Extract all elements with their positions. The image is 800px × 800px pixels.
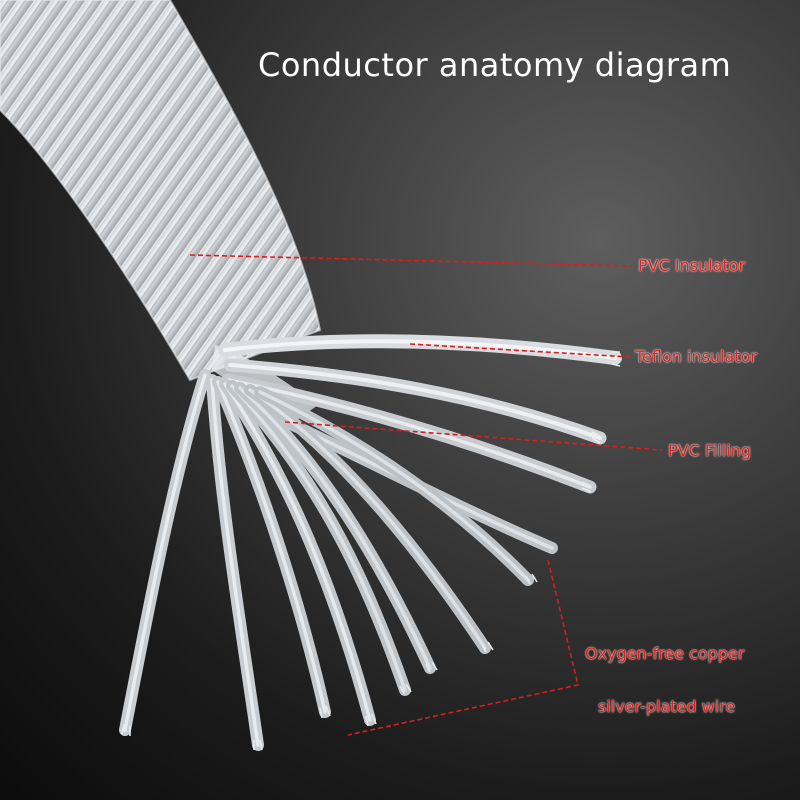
label-pvc-filling: PVC Filling bbox=[668, 441, 751, 460]
exposed-conductor-tips bbox=[121, 351, 622, 751]
leader-conductor bbox=[347, 559, 579, 736]
label-teflon-insulator: Teflon insulator bbox=[635, 347, 757, 366]
label-conductor-line1: Oxygen-free copper bbox=[585, 644, 745, 663]
label-pvc-insulator: PVC Insulator bbox=[638, 256, 746, 275]
leader-pvc-filling bbox=[284, 421, 663, 451]
label-conductor-line2: silver-plated wire bbox=[598, 697, 736, 716]
diagram-title: Conductor anatomy diagram bbox=[258, 46, 732, 84]
leader-lines bbox=[189, 254, 663, 736]
leader-pvc-insulator bbox=[189, 254, 633, 267]
pvc-insulator-jacket bbox=[0, 0, 322, 382]
leader-teflon bbox=[409, 343, 631, 358]
insulated-strands-lower bbox=[119, 369, 534, 751]
